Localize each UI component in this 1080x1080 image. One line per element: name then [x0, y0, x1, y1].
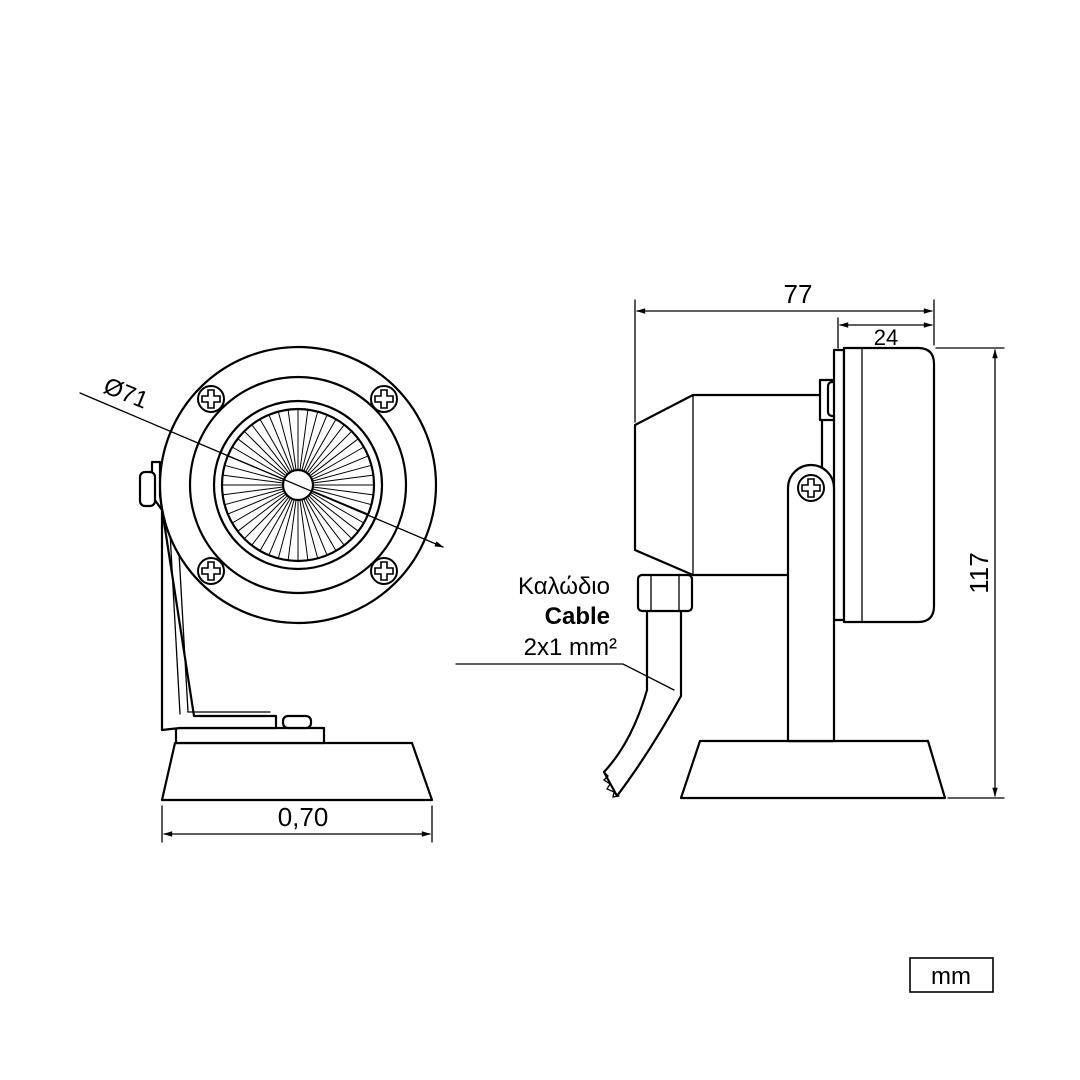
reflector-ray — [313, 486, 374, 496]
cable-label-english: Cable — [545, 603, 610, 630]
reflector-ray — [277, 500, 295, 559]
reflector-ray — [299, 409, 309, 470]
side-flange — [832, 348, 846, 622]
reflector-ray — [313, 474, 374, 484]
reflector-ray — [310, 438, 359, 476]
front-inner-ring — [188, 375, 408, 595]
reflector-ray — [307, 497, 345, 546]
reflector-ray — [277, 411, 295, 470]
reflector-ray — [231, 446, 285, 478]
cable-label-greek: Καλώδιο — [518, 573, 610, 600]
reflector-ray — [307, 424, 345, 473]
diameter-leader — [79, 392, 444, 548]
reflector-ray — [231, 492, 285, 524]
reflector-ray — [243, 430, 288, 475]
front-base — [160, 741, 434, 802]
cable-spec: 2x1 mm² — [524, 634, 617, 661]
length-label: 77 — [784, 279, 813, 309]
front-bracket-screw-head — [138, 470, 157, 508]
height-label: 117 — [964, 552, 994, 593]
screw-icon — [197, 385, 225, 413]
reflector-ray — [308, 495, 353, 540]
base-width-label: 0,70 — [278, 802, 329, 832]
reflector-ray — [303, 499, 328, 556]
screw-icon — [370, 385, 398, 413]
reflector-ray — [313, 488, 372, 506]
side-cable-gland — [636, 573, 694, 613]
side-lens-cap — [842, 346, 936, 624]
front-lens-ring — [212, 399, 384, 571]
screw-icon — [797, 474, 825, 502]
reflector-ray — [305, 498, 337, 552]
front-base-plate — [174, 726, 326, 745]
reflector-ray — [311, 446, 365, 478]
reflector-ray — [227, 490, 284, 515]
reflector-ray — [301, 500, 319, 559]
lens-depth-label: 24 — [874, 325, 898, 350]
reflector-ray — [224, 488, 283, 506]
reflector-ray — [259, 418, 291, 472]
reflector-ray — [312, 455, 369, 480]
reflector-ray — [287, 409, 297, 470]
diameter-label: Ø71 — [100, 373, 152, 415]
side-view: 77 24 117 Καλώδιο Cable 2x1 mm² — [455, 279, 1005, 800]
reflector-ray — [268, 414, 293, 471]
side-pivot-arm — [786, 463, 836, 743]
front-lens-reflector — [222, 409, 374, 561]
reflector-ray — [301, 411, 319, 470]
reflector-ray — [251, 424, 289, 473]
side-base — [679, 739, 947, 800]
front-view: Ø71 0,70 — [79, 345, 444, 843]
reflector-ray — [312, 490, 369, 515]
reflector-ray — [222, 474, 283, 484]
reflector-ray — [251, 497, 289, 546]
screw-icon — [370, 557, 398, 585]
reflector-ray — [268, 499, 293, 556]
screw-icon — [197, 557, 225, 585]
reflector-ray — [259, 498, 291, 552]
unit-label: mm — [931, 963, 971, 990]
cable-leader — [455, 663, 675, 691]
reflector-ray — [299, 500, 309, 561]
front-base-nut — [281, 714, 313, 730]
reflector-ray — [243, 495, 288, 540]
reflector-ray — [313, 464, 372, 482]
reflector-ray — [310, 494, 359, 532]
unit-box — [909, 957, 994, 993]
reflector-ray — [303, 414, 328, 471]
front-lens-outer-edge — [220, 407, 376, 563]
reflector-ray — [311, 492, 365, 524]
reflector-ray — [305, 418, 337, 472]
reflector-ray — [237, 438, 286, 476]
reflector-ray — [237, 494, 286, 532]
reflector-ray — [224, 464, 283, 482]
reflector-ray — [287, 500, 297, 561]
reflector-ray — [308, 430, 353, 475]
reflector-ray — [222, 486, 283, 496]
